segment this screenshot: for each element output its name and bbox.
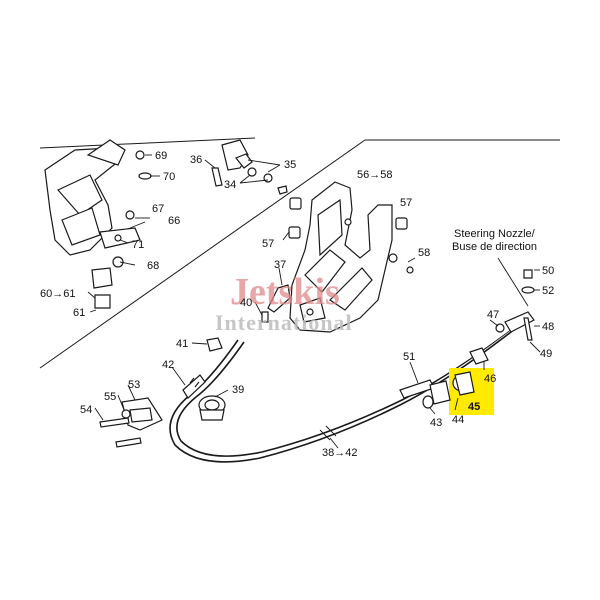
label-37: 37 bbox=[274, 259, 286, 271]
label-69: 69 bbox=[155, 150, 167, 162]
label-50: 50 bbox=[542, 265, 554, 277]
parts-34-36 bbox=[211, 139, 288, 195]
label-39: 39 bbox=[232, 384, 244, 396]
label-54: 54 bbox=[80, 404, 92, 416]
part-40 bbox=[261, 311, 269, 323]
label-51: 51 bbox=[403, 351, 415, 363]
label-48: 48 bbox=[542, 321, 554, 333]
parts-54-55 bbox=[99, 409, 142, 448]
label-35: 35 bbox=[284, 159, 296, 171]
label-40: 40 bbox=[240, 297, 252, 309]
label-44: 44 bbox=[452, 414, 464, 426]
label-67: 67 bbox=[152, 203, 164, 215]
watermark: Jetskis International bbox=[215, 271, 353, 335]
parts-57 bbox=[288, 197, 408, 239]
pump-bracket bbox=[289, 181, 393, 333]
parts-50-52 bbox=[521, 269, 535, 294]
label-46: 46 bbox=[484, 373, 496, 385]
label-34: 34 bbox=[224, 179, 236, 191]
label-49: 49 bbox=[540, 348, 552, 360]
part-45-highlighted bbox=[449, 368, 494, 415]
part-39 bbox=[198, 395, 226, 421]
part-37 bbox=[267, 284, 291, 313]
part-48-ball-joint bbox=[504, 311, 535, 341]
steering-column-assembly bbox=[44, 139, 141, 309]
label-47: 47 bbox=[487, 309, 499, 321]
label-57-left: 57 bbox=[262, 238, 274, 250]
label-45: 45 bbox=[468, 401, 480, 413]
leader-lines bbox=[87, 154, 541, 449]
label-55: 55 bbox=[104, 391, 116, 403]
steering-nozzle-callout: Steering Nozzle/ Buse de direction bbox=[452, 228, 537, 253]
label-56-58: 56→58 bbox=[357, 169, 392, 181]
label-52: 52 bbox=[542, 285, 554, 297]
part-53-bracket bbox=[121, 397, 163, 431]
watermark-line2: International bbox=[215, 310, 353, 335]
section-divider-diagonal bbox=[39, 139, 560, 369]
part-41 bbox=[206, 337, 223, 352]
part-44 bbox=[429, 380, 451, 405]
callout-line1: Steering Nozzle/ bbox=[454, 228, 536, 240]
label-71: 71 bbox=[132, 239, 144, 251]
label-43: 43 bbox=[430, 417, 442, 429]
label-61: 61 bbox=[73, 307, 85, 319]
part-46 bbox=[469, 347, 489, 365]
part-labels: 69 70 36 35 34 56→58 67 66 71 57 57 68 5… bbox=[40, 150, 554, 459]
label-60-61: 60→61 bbox=[40, 288, 75, 300]
watermark-line1: Jetskis bbox=[230, 271, 340, 313]
label-41: 41 bbox=[176, 338, 188, 350]
label-42: 42 bbox=[162, 359, 174, 371]
label-68: 68 bbox=[147, 260, 159, 272]
label-53: 53 bbox=[128, 379, 140, 391]
parts-66-67-71 bbox=[114, 210, 135, 242]
label-70: 70 bbox=[163, 171, 175, 183]
label-36: 36 bbox=[190, 154, 202, 166]
label-57-right: 57 bbox=[400, 197, 412, 209]
part-43 bbox=[422, 395, 434, 409]
part-58-nut bbox=[388, 253, 414, 274]
label-38-42: 38→42 bbox=[322, 447, 357, 459]
label-66: 66 bbox=[168, 215, 180, 227]
section-divider-upper bbox=[39, 137, 256, 149]
label-58: 58 bbox=[418, 247, 430, 259]
callout-line2: Buse de direction bbox=[452, 241, 537, 253]
